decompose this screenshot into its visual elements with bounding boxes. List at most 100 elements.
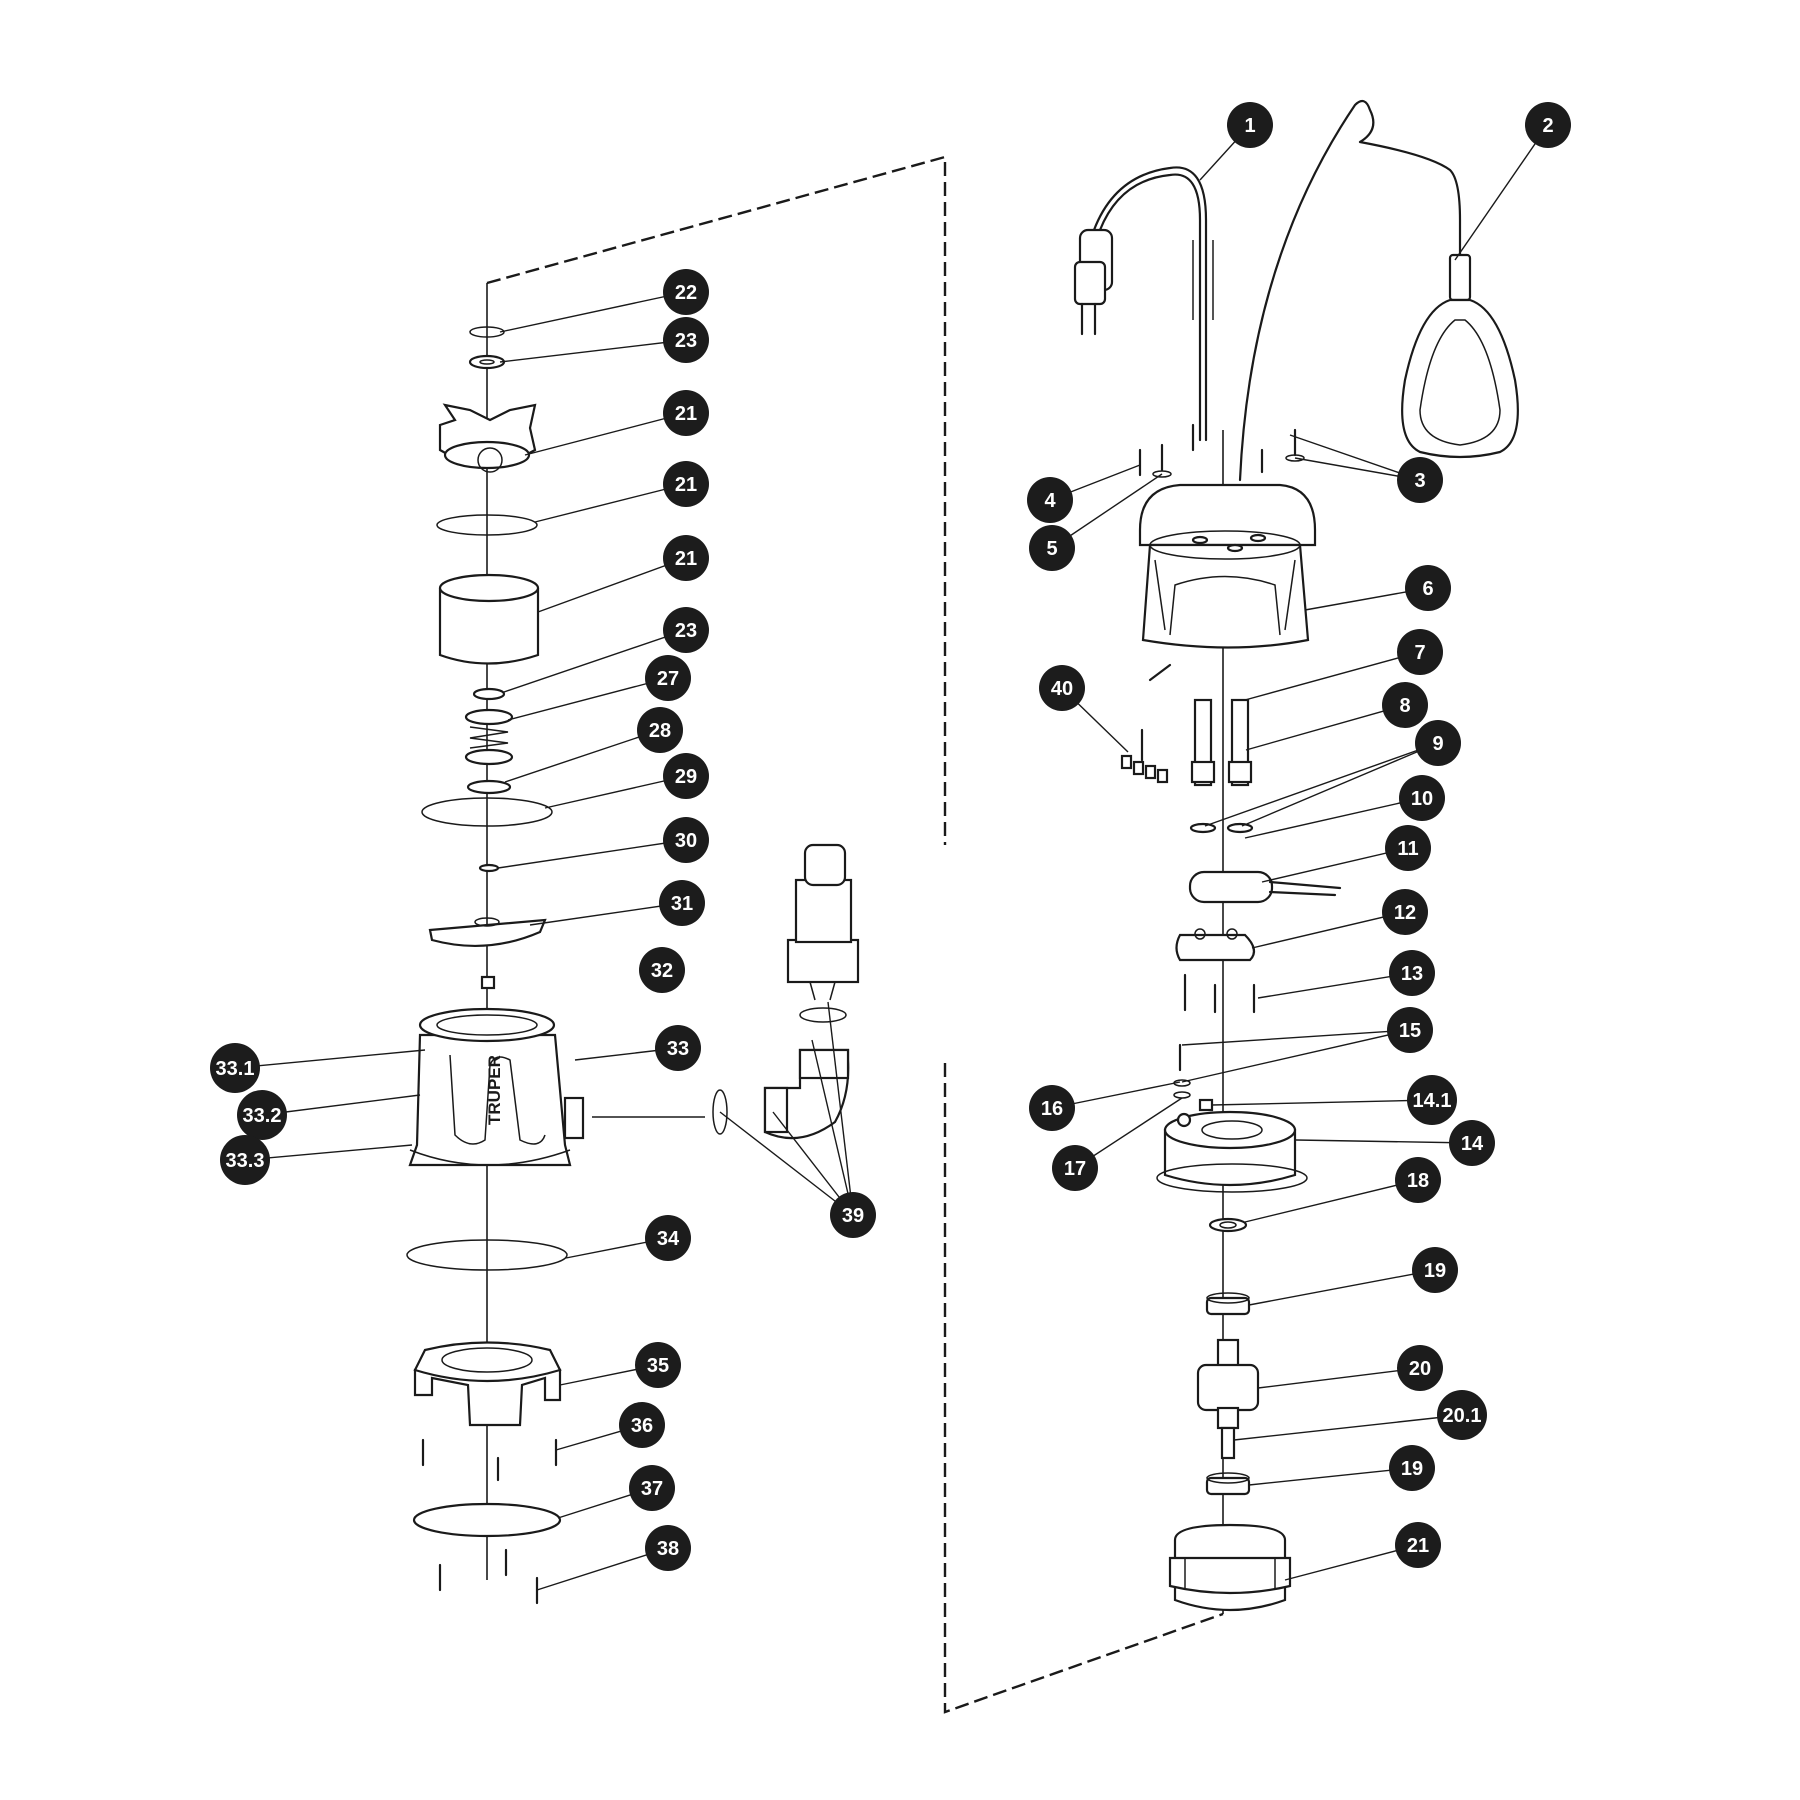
leader-line-31-0 <box>529 902 683 926</box>
callout-label: 15 <box>1399 1020 1421 1042</box>
callout-label: 2 <box>1542 115 1553 137</box>
leader-line-23b-0 <box>503 629 687 693</box>
callout-label: 16 <box>1041 1098 1063 1120</box>
callout-label: 23 <box>675 620 697 642</box>
callout-label: 21 <box>675 474 697 496</box>
callout-label: 11 <box>1397 838 1418 860</box>
callout-label: 28 <box>649 720 671 742</box>
callout-label: 19 <box>1401 1458 1423 1480</box>
leader-line-23a-0 <box>499 339 687 363</box>
callout-label: 21 <box>1407 1535 1429 1557</box>
callout-badge <box>639 947 685 993</box>
callout-badge <box>635 1342 681 1388</box>
callout-13: 13 <box>1389 950 1435 996</box>
lower-bearing <box>1205 1472 1251 1496</box>
callout-label: 34 <box>657 1228 680 1250</box>
callout-39: 39 <box>830 1192 876 1238</box>
callout-21b: 21 <box>663 461 709 507</box>
callout-badge <box>663 269 709 315</box>
callout-badge <box>1385 825 1431 871</box>
pump-section: TRUPER <box>406 326 860 1605</box>
callout-11: 11 <box>1385 825 1431 871</box>
callout-20-1: 20.1 <box>1437 1390 1487 1440</box>
wire-connectors <box>1120 728 1169 784</box>
callout-label: 19 <box>1424 1260 1446 1282</box>
callout-16: 16 <box>1029 1085 1075 1131</box>
seal-assembly <box>464 687 514 795</box>
base-housing <box>413 1341 562 1427</box>
callout-badge <box>1405 565 1451 611</box>
callout-badge <box>237 1090 287 1140</box>
callout-label: 14.1 <box>1413 1090 1452 1112</box>
callout-badge <box>1227 102 1273 148</box>
upper-bearing <box>1205 1292 1251 1316</box>
bottom-screws <box>438 1548 539 1605</box>
callout-label: 1 <box>1244 115 1255 137</box>
callout-22: 22 <box>663 269 709 315</box>
callout-label: 20.1 <box>1443 1405 1482 1427</box>
callout-badge <box>1382 889 1428 935</box>
base-gasket <box>406 1239 568 1271</box>
callout-badge <box>1029 525 1075 571</box>
callout-badge <box>1415 720 1461 766</box>
leader-line-33-1-0 <box>234 1049 426 1069</box>
callout-badge <box>1412 1247 1458 1293</box>
callout-label: 32 <box>651 960 673 982</box>
callout-badge <box>663 607 709 653</box>
callout-badge <box>1397 1345 1443 1391</box>
callout-37: 37 <box>629 1465 675 1511</box>
callout-label: 39 <box>842 1205 864 1227</box>
callout-2: 2 <box>1525 102 1571 148</box>
callout-9: 9 <box>1415 720 1461 766</box>
rotor-shaft <box>1196 1338 1260 1460</box>
callout-18: 18 <box>1395 1157 1441 1203</box>
callout-label: 21 <box>675 548 697 570</box>
callout-33-1: 33.1 <box>210 1043 260 1093</box>
callout-badge <box>220 1135 270 1185</box>
power-cord-plug <box>1073 166 1214 442</box>
callout-badge <box>1389 1445 1435 1491</box>
leader-line-33-2-0 <box>261 1094 421 1116</box>
callout-label: 30 <box>675 830 697 852</box>
callout-badge <box>1389 950 1435 996</box>
inner-sleeve <box>438 573 540 665</box>
callout-label: 22 <box>675 282 697 304</box>
leader-line-14-1-0 <box>1211 1099 1433 1106</box>
callout-label: 27 <box>657 668 679 690</box>
callout-badge <box>1039 665 1085 711</box>
callout-badge <box>1397 629 1443 675</box>
brand-label: TRUPER <box>485 1055 504 1125</box>
callout-14: 14 <box>1449 1120 1495 1166</box>
stator <box>1156 1110 1308 1193</box>
callout-label: 18 <box>1407 1170 1429 1192</box>
leader-line-20-1-0 <box>1233 1414 1463 1441</box>
callout-badge <box>663 817 709 863</box>
leader-line-27-0 <box>507 677 669 721</box>
leader-line-39-2 <box>811 1039 854 1216</box>
callout-5: 5 <box>1029 525 1075 571</box>
callout-badge <box>619 1402 665 1448</box>
leader-line-9-1 <box>1241 742 1439 827</box>
callout-27: 27 <box>645 655 691 701</box>
leader-line-33-3-0 <box>244 1144 413 1161</box>
callout-label: 14 <box>1461 1133 1484 1155</box>
callout-35: 35 <box>635 1342 681 1388</box>
callout-badge <box>1399 775 1445 821</box>
callout-badge <box>659 880 705 926</box>
callout-badge <box>637 707 683 753</box>
shaft-seal <box>1208 1217 1248 1233</box>
callout-label: 7 <box>1414 642 1425 664</box>
callout-badge <box>1437 1390 1487 1440</box>
leader-line-28-0 <box>504 729 661 783</box>
callout-badge <box>1052 1145 1098 1191</box>
callout-32: 32 <box>639 947 685 993</box>
callout-label: 33.2 <box>243 1105 282 1127</box>
callout-badge <box>645 1525 691 1571</box>
callout-badge <box>629 1465 675 1511</box>
callout-20: 20 <box>1397 1345 1443 1391</box>
leader-line-15-1 <box>1181 1029 1411 1083</box>
callout-33-3: 33.3 <box>220 1135 270 1185</box>
washer-30 <box>478 863 500 873</box>
callout-badge <box>663 461 709 507</box>
